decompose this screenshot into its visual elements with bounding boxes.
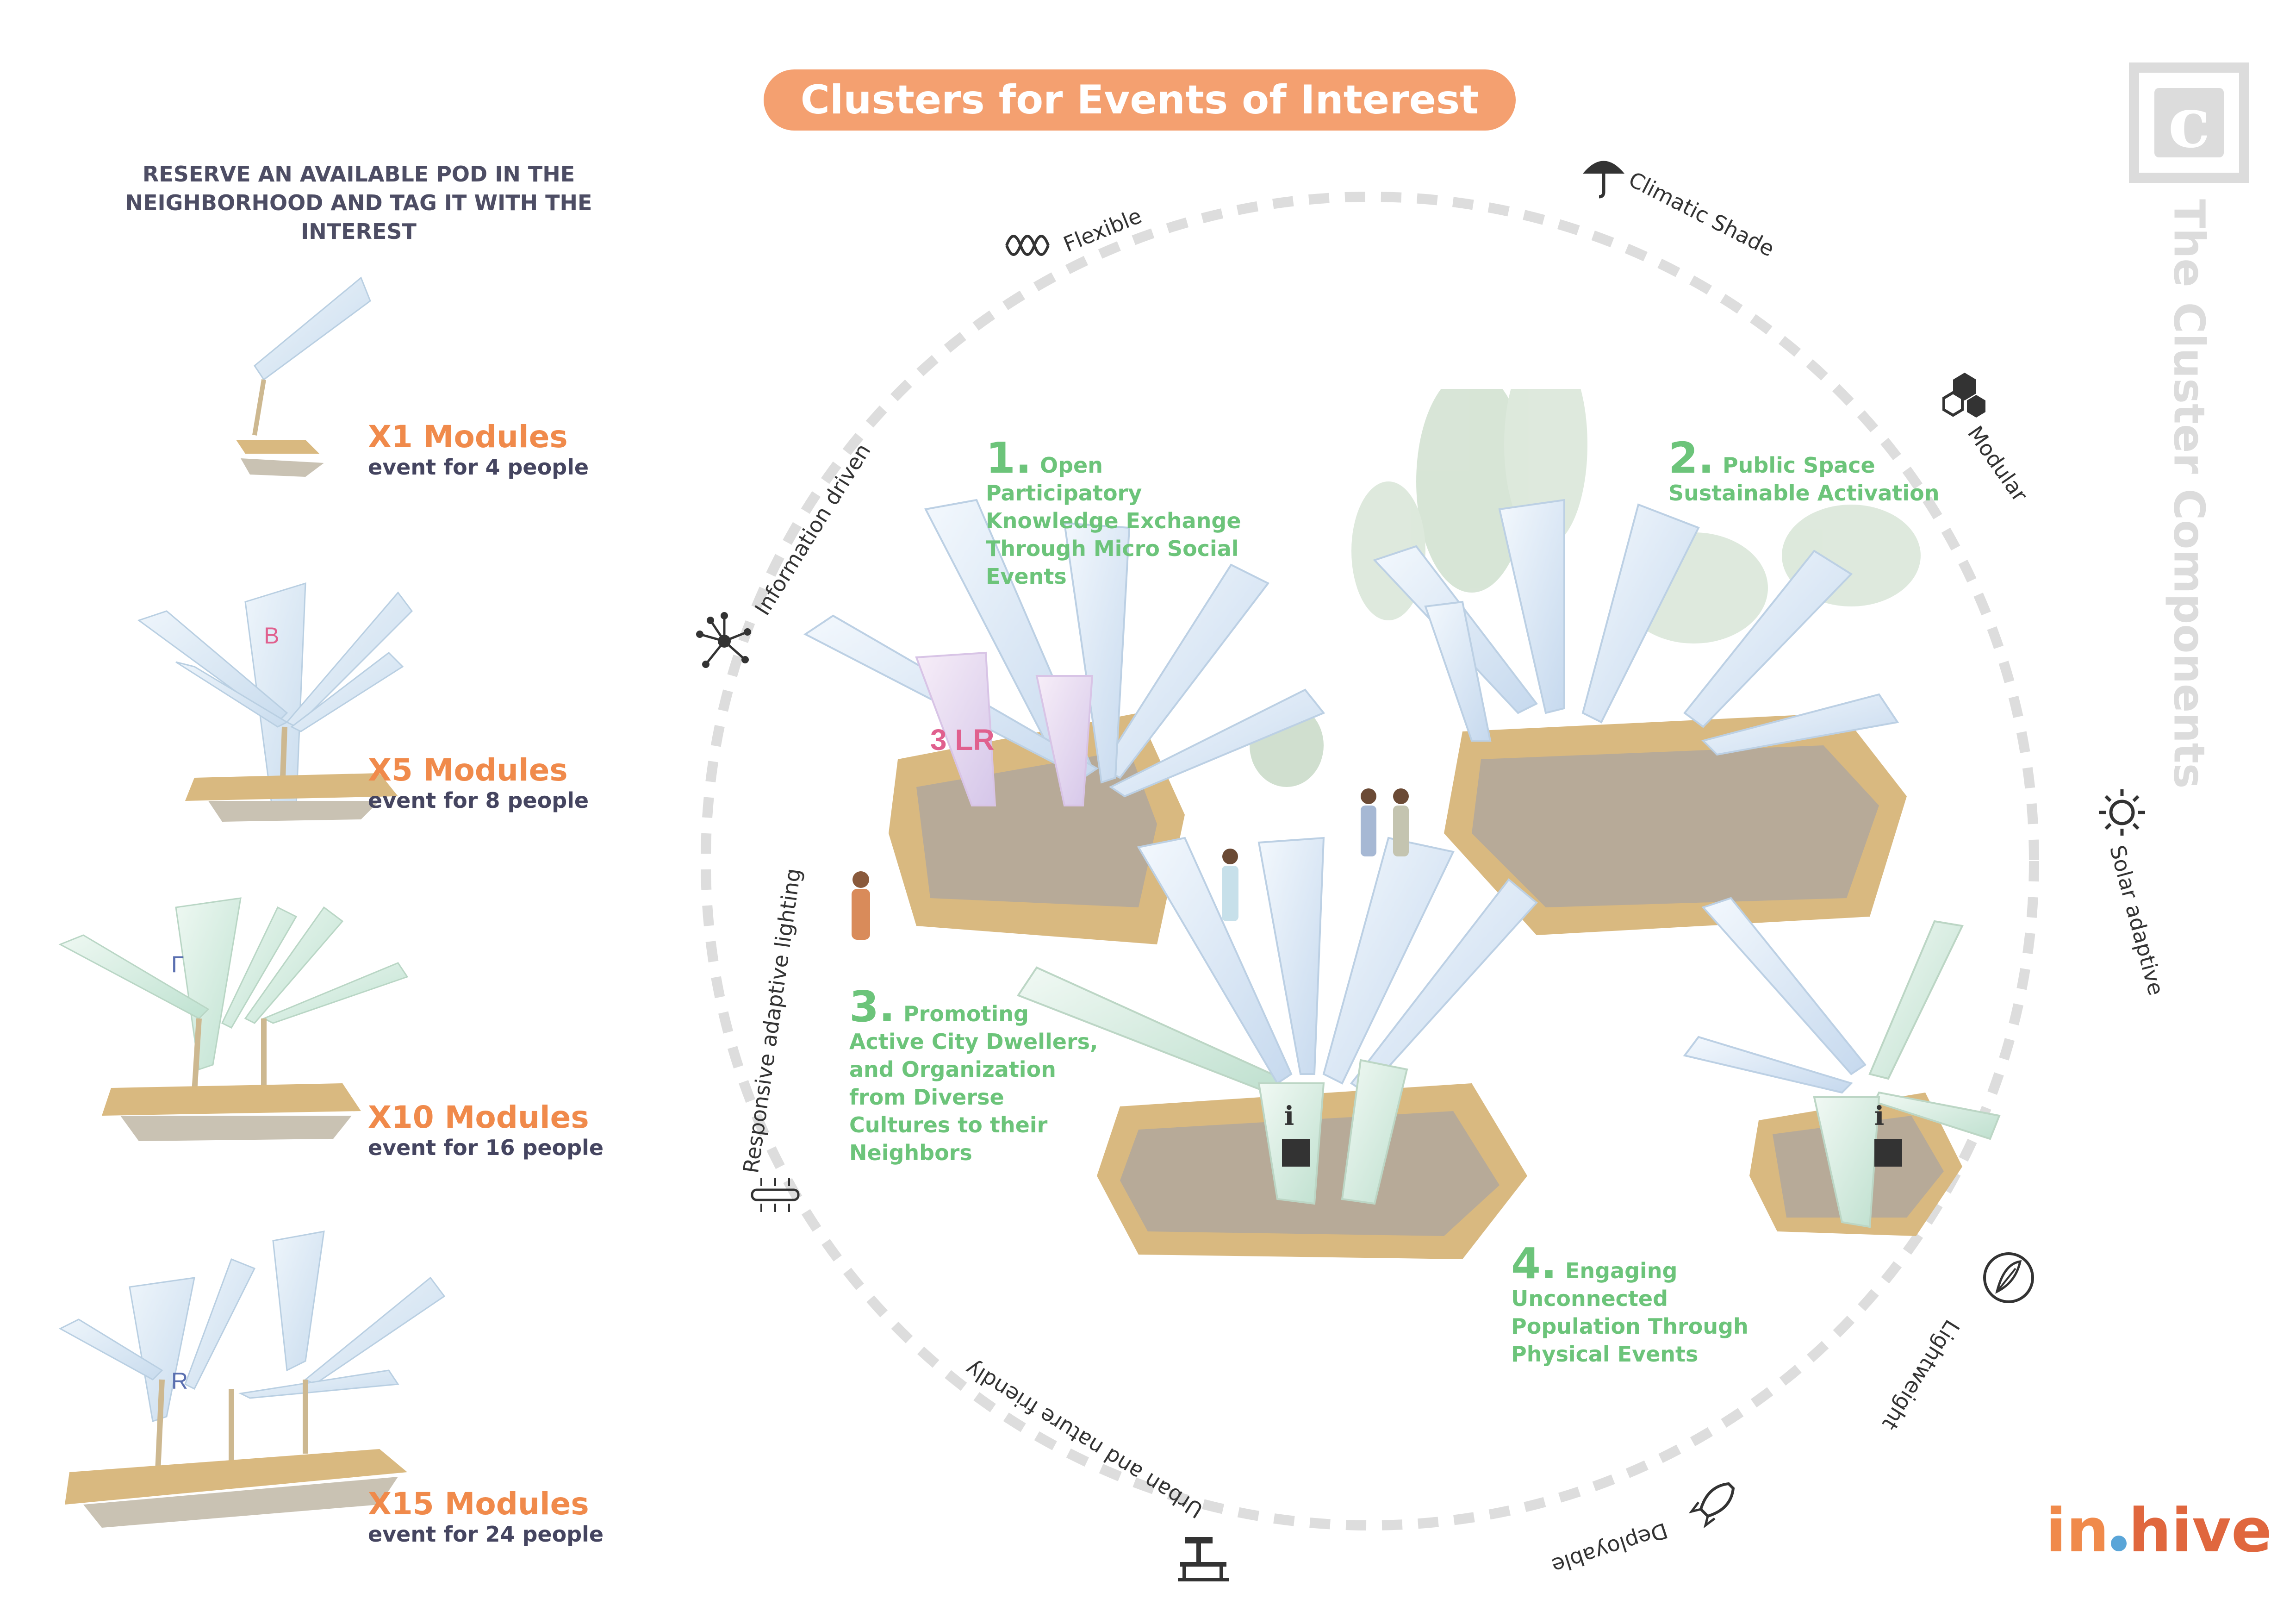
description-1-text: Open Participatory Knowledge Exchange Th…	[986, 453, 1241, 589]
module-x1: X1 Modules event for 4 people	[368, 419, 589, 480]
module-x5-title: X5 Modules	[368, 752, 568, 788]
x10-module-illustration: Г	[58, 897, 409, 1141]
module-x15-title: X15 Modules	[368, 1486, 589, 1522]
x1-module-illustration	[236, 276, 371, 477]
description-2-number: 2.	[1668, 433, 1714, 483]
module-x10-title: X10 Modules	[368, 1099, 589, 1135]
description-4-number: 4.	[1511, 1239, 1557, 1288]
x5-module-illustration: B	[137, 582, 413, 822]
pod-mark-x10: Г	[171, 951, 184, 977]
section-badge: c	[2129, 62, 2249, 183]
module-x10-subtitle: event for 16 people	[368, 1135, 604, 1160]
title-banner: Clusters for Events of Interest	[764, 69, 1516, 131]
ring-label-solar-adaptive: Solar adaptive	[2104, 843, 2169, 998]
pod-mark-1: 3 LR	[930, 723, 995, 756]
wave-icon	[1005, 235, 1050, 256]
rocket-icon	[1688, 1482, 1735, 1529]
side-title-text: The Cluster Components	[2164, 199, 2214, 789]
qr-code-icon	[1282, 1139, 1310, 1167]
pod-mark-x5: B	[264, 623, 279, 649]
qr-code-icon-2	[1874, 1139, 1902, 1167]
info-mark-1: i	[1284, 1101, 1294, 1131]
description-4: 4.Engaging Unconnected Population Throug…	[1511, 1243, 1770, 1368]
light-tube-icon	[751, 1178, 800, 1212]
pod-mark-x15: R	[171, 1368, 188, 1394]
module-x15: X15 Modules event for 24 people	[368, 1486, 604, 1547]
logo-dot	[2111, 1536, 2127, 1551]
module-x15-subtitle: event for 24 people	[368, 1522, 604, 1547]
feature-ring	[701, 192, 2039, 1530]
description-1: 1.Open Participatory Knowledge Exchange …	[986, 437, 1263, 590]
module-x5-subtitle: event for 8 people	[368, 788, 589, 813]
description-3-text: Promoting Active City Dwellers, and Orga…	[849, 1001, 1098, 1165]
ring-dashed-circle	[701, 192, 2039, 1530]
people	[852, 788, 1409, 940]
section-letter: c	[2154, 88, 2224, 157]
module-x1-title: X1 Modules	[368, 419, 568, 455]
page-title: Clusters for Events of Interest	[800, 77, 1479, 123]
description-2-text: Public Space Sustainable Activation	[1668, 453, 1940, 506]
description-1-number: 1.	[986, 433, 1032, 483]
description-3: 3.Promoting Active City Dwellers, and Or…	[849, 986, 1099, 1167]
x15-module-illustration: R	[58, 1230, 446, 1528]
module-x1-subtitle: event for 4 people	[368, 455, 589, 480]
umbrella-icon	[1583, 161, 1624, 199]
side-title: The Cluster Components	[2120, 199, 2259, 789]
info-mark-2: i	[1874, 1101, 1884, 1131]
logo-part-2: hive	[2128, 1495, 2272, 1566]
description-2: 2.Public Space Sustainable Activation	[1668, 437, 1965, 507]
module-illustrations: B Г R	[58, 276, 446, 1528]
bench-icon	[1178, 1537, 1229, 1581]
description-3-number: 3.	[849, 982, 895, 1031]
module-x5: X5 Modules event for 8 people	[368, 752, 589, 813]
feather-icon	[1983, 1252, 2034, 1303]
logo-part-1: in	[2046, 1495, 2109, 1566]
intro-text: RESERVE AN AVAILABLE POD IN THE NEIGHBOR…	[125, 162, 592, 244]
network-icon	[696, 612, 751, 668]
module-x10: X10 Modules event for 16 people	[368, 1099, 604, 1160]
description-4-text: Engaging Unconnected Population Through …	[1511, 1258, 1748, 1367]
hexagon-cluster-icon	[1942, 373, 1985, 418]
sun-icon	[2099, 789, 2145, 836]
central-cluster-illustration: 3 LR i i	[803, 389, 2001, 1259]
